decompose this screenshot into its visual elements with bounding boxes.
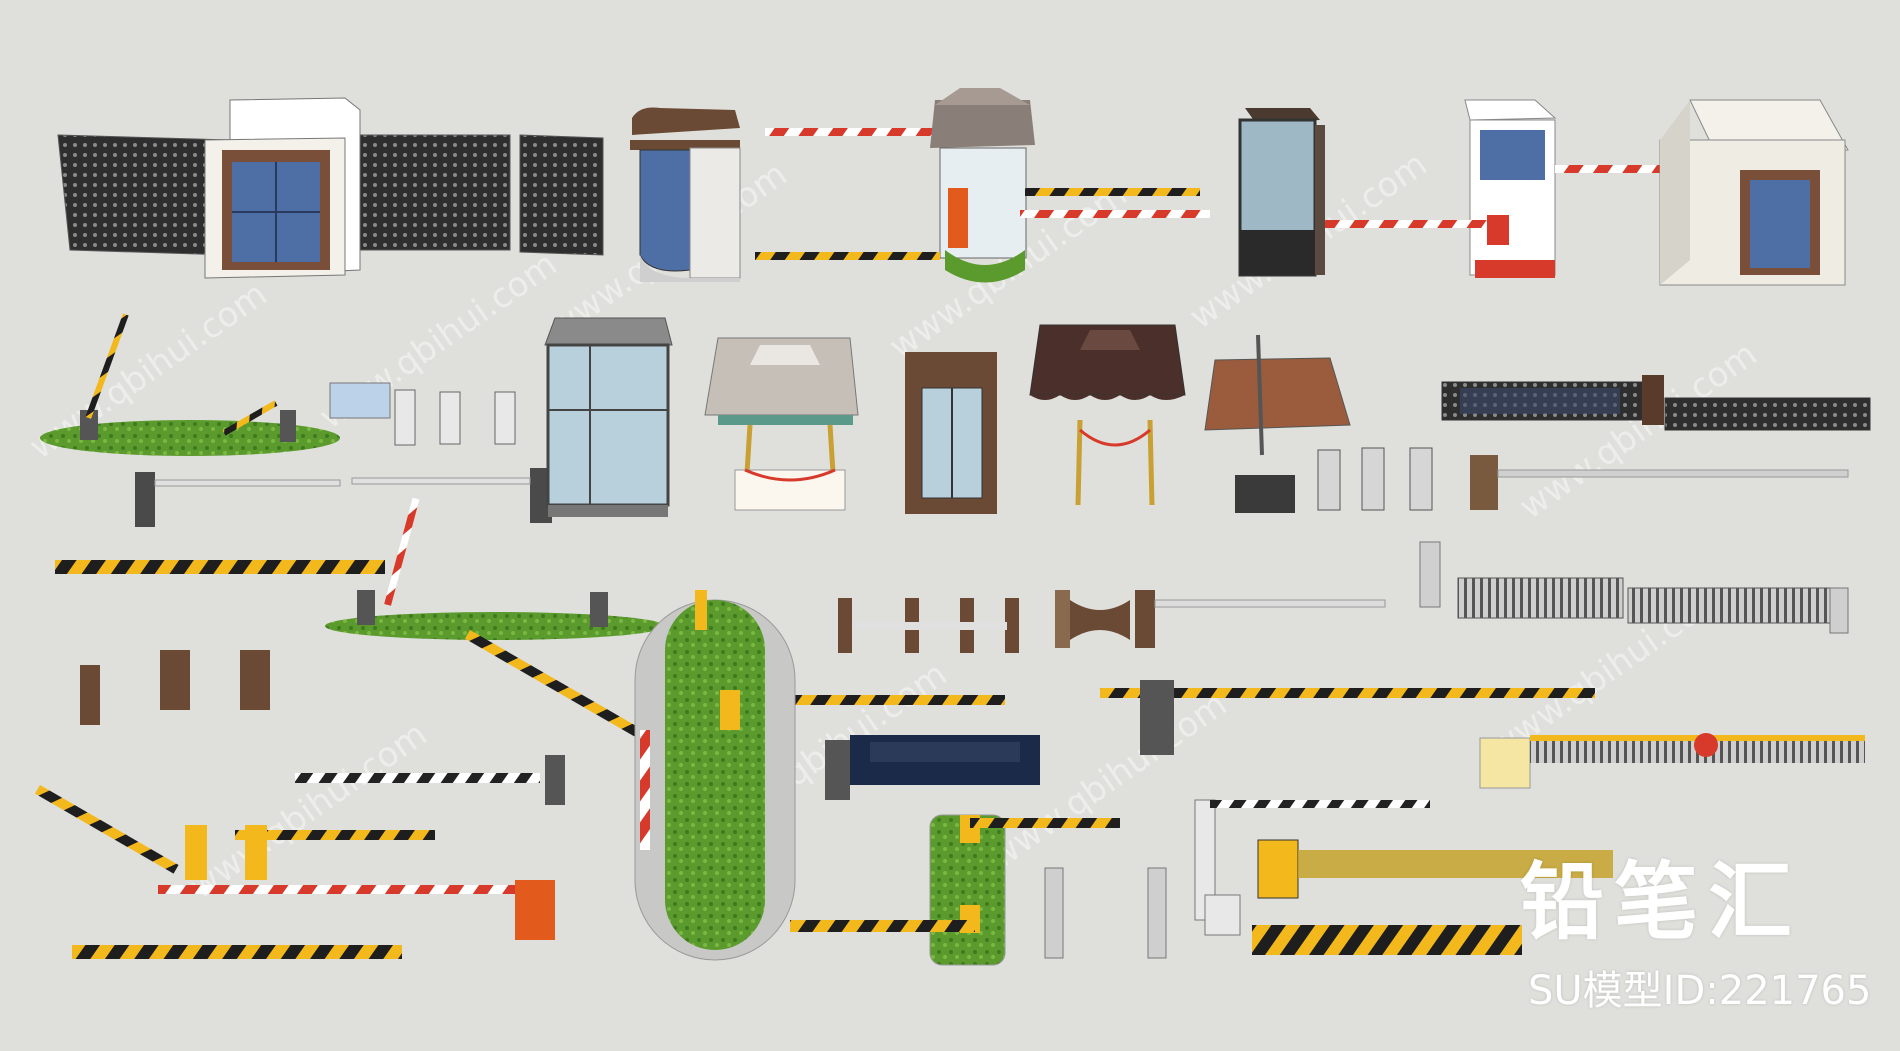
barrier-island-lower <box>790 814 1167 966</box>
model-id-label: SU模型ID:221765 <box>1528 968 1872 1014</box>
gate-posts-row <box>838 590 1386 653</box>
yellow-black-boom-long <box>1100 680 1595 755</box>
billboard-barrier <box>825 735 1040 800</box>
retractable-gate <box>1441 375 1871 431</box>
sentry-box-with-fence <box>57 97 604 279</box>
watermark-text: www.qbihui.com <box>1512 334 1764 527</box>
sliding-gate <box>1419 541 1849 634</box>
tent-post-with-rope <box>1029 324 1186 506</box>
boom-barrier-on-grass-island-2 <box>325 497 665 640</box>
hip-roof-toll-booth-with-barriers <box>755 88 1210 283</box>
white-booth-with-boom <box>1325 99 1665 278</box>
boom-barrier-on-grass-island <box>40 313 340 456</box>
watermark-text: www.qbihui.com <box>182 714 434 907</box>
dark-glass-kiosk <box>1238 108 1325 277</box>
canopy-post <box>704 337 859 511</box>
brand-logo-text: 铅笔汇 <box>1520 853 1803 951</box>
curved-glass-guard-booth <box>630 107 741 282</box>
stop-sign-fence-barrier <box>1479 733 1865 789</box>
white-boom-barrier <box>1194 799 1430 936</box>
white-guard-house <box>1659 99 1849 286</box>
folding-barriers <box>35 629 1005 959</box>
flap-turnstiles <box>1317 447 1849 511</box>
turnstile-row <box>135 382 552 527</box>
tire-killer-spikes <box>1252 839 1613 955</box>
glass-guard-booth <box>544 317 673 517</box>
brown-glass-booth <box>905 352 997 514</box>
parking-island <box>634 590 796 961</box>
umbrella-post <box>1204 334 1351 513</box>
tire-killer-strip-top <box>55 560 385 574</box>
